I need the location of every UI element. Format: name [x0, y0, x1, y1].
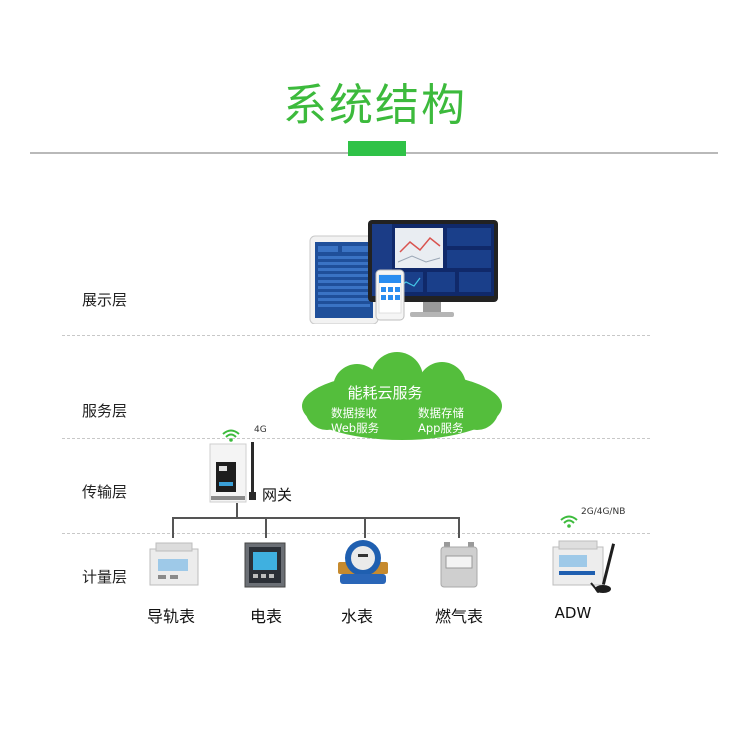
layer-label-transport: 传输层: [82, 483, 128, 501]
layer-divider: [62, 533, 650, 534]
display-devices-illustration: [309, 220, 498, 324]
adw-label: ADW: [554, 604, 592, 622]
water-meter-icon: [338, 540, 388, 584]
page-title: 系统结构: [283, 80, 467, 131]
din-rail-meter-icon: [149, 542, 199, 586]
device-label-water: 水表: [340, 607, 373, 626]
drop-line: [172, 517, 174, 538]
cloud-title: 能耗云服务: [347, 384, 423, 402]
cloud-shape: [302, 352, 502, 440]
drop-line: [265, 517, 267, 538]
layer-divider: [62, 438, 650, 439]
layer-label-display: 展示层: [82, 291, 128, 309]
drop-line: [364, 517, 366, 538]
drop-line: [458, 517, 460, 538]
device-label-gas: 燃气表: [434, 607, 483, 626]
gas-meter-icon: [440, 542, 478, 588]
wifi-signal-icon: [560, 515, 578, 528]
tablet-icon: [309, 235, 379, 324]
bus-line: [172, 517, 460, 519]
device-label-power: 电表: [249, 607, 282, 626]
gateway-signal-label: 4G: [254, 425, 267, 435]
layer-label-service: 服务层: [82, 402, 128, 420]
gateway-trunk-line: [236, 503, 238, 518]
phone-icon: [375, 269, 405, 321]
cloud-item-app: App服务: [418, 421, 464, 435]
layer-label-metering: 计量层: [82, 568, 128, 586]
wifi-signal-icon: [222, 429, 240, 442]
device-label-din-rail: 导轨表: [146, 607, 195, 626]
title-accent-bar: [348, 141, 406, 156]
layer-divider: [62, 335, 650, 336]
gateway-label: 网关: [262, 486, 293, 504]
cloud-item-storage: 数据存储: [418, 406, 464, 420]
cloud-item-receive: 数据接收: [331, 406, 377, 420]
power-meter-icon: [244, 542, 286, 588]
gateway-device-icon: [209, 442, 256, 503]
cloud-item-web: Web服务: [331, 421, 380, 435]
adw-device-icon: [552, 540, 616, 593]
adw-signal-label: 2G/4G/NB: [581, 507, 626, 517]
